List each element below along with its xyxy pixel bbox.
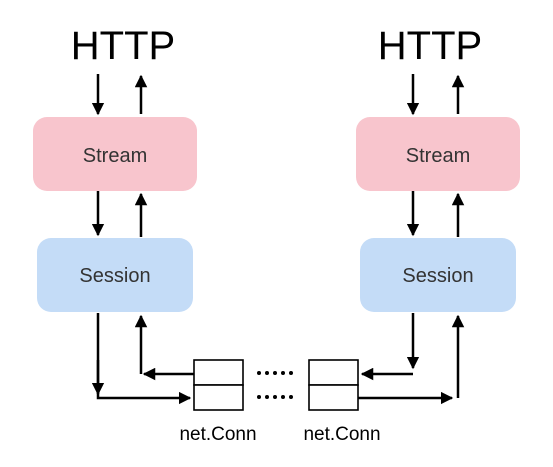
left-session-label: Session — [79, 265, 150, 287]
left-conn-upper-cell — [193, 359, 244, 386]
right-net-conn — [308, 359, 359, 411]
connection-dots-upper — [257, 371, 293, 375]
right-conn-lower-cell — [308, 384, 359, 411]
right-stream-label: Stream — [406, 145, 470, 167]
right-stream-box — [356, 117, 520, 191]
right-session-box — [360, 238, 516, 312]
left-conn-label: net.Conn — [179, 424, 256, 445]
right-session-label: Session — [402, 265, 473, 287]
left-conn-lower-cell — [193, 384, 244, 411]
right-http-label: HTTP — [378, 24, 482, 68]
left-session-box — [37, 238, 193, 312]
left-http-label: HTTP — [71, 24, 175, 68]
connection-dots-lower — [257, 395, 293, 399]
left-outgoing-path — [96, 313, 192, 405]
left-net-conn — [193, 359, 244, 411]
right-conn-upper-cell — [308, 359, 359, 386]
left-stream-label: Stream — [83, 145, 147, 167]
left-stream-box — [33, 117, 197, 191]
right-conn-label: net.Conn — [303, 424, 380, 445]
